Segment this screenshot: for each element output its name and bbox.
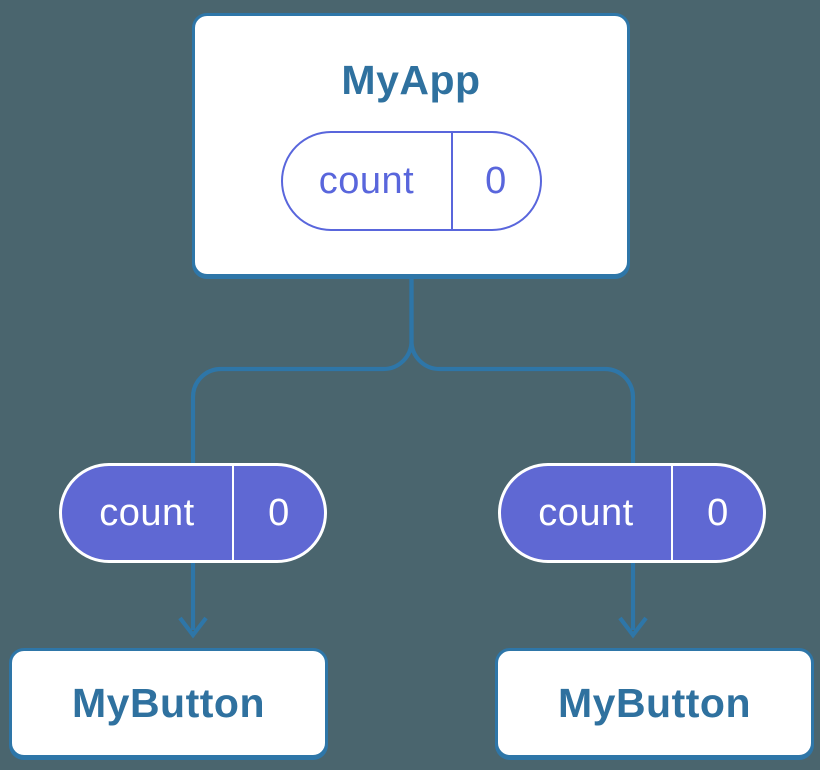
state-pill-name: count: [318, 159, 415, 202]
node-mybutton-title: MyButton: [557, 679, 751, 726]
branch-left-path: [190, 277, 414, 630]
prop-pill-name: count: [99, 491, 195, 534]
prop-pill-right: count 0: [498, 463, 766, 563]
node-mybutton-title: MyButton: [71, 679, 265, 726]
state-pill-value: 0: [485, 159, 507, 202]
node-myapp-title: MyApp: [341, 57, 481, 103]
state-pill-divider: [450, 133, 453, 229]
arrowhead-down-right-icon: [618, 616, 648, 639]
prop-pill-left: count 0: [59, 463, 327, 563]
state-pill-myapp: count 0: [280, 131, 542, 231]
prop-pill-divider: [232, 466, 234, 560]
node-mybutton-right: MyButton: [495, 648, 814, 758]
arrowhead-down-left-icon: [178, 616, 208, 639]
prop-pill-value: 0: [268, 491, 290, 534]
prop-pill-divider: [671, 466, 673, 560]
branch-right-path: [409, 277, 636, 630]
prop-pill-name: count: [538, 491, 634, 534]
node-mybutton-left: MyButton: [9, 648, 328, 758]
prop-pill-value: 0: [707, 491, 729, 534]
node-myapp: MyApp count 0: [192, 13, 630, 277]
